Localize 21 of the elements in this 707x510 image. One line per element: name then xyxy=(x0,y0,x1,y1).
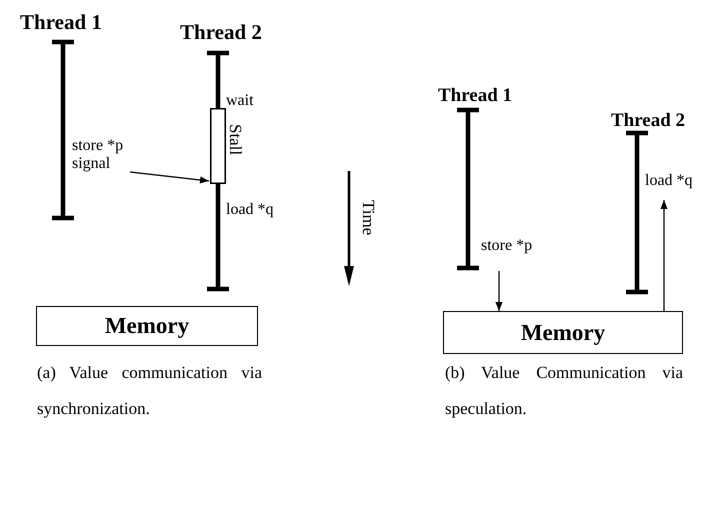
arrow xyxy=(495,271,503,311)
memory-label: Memory xyxy=(104,313,190,339)
thread-heading: Thread 1 xyxy=(436,86,514,105)
stall-label: Stall xyxy=(227,124,244,156)
caption: (b) Value Communication via speculation. xyxy=(445,362,683,420)
memory-label: Memory xyxy=(520,320,606,346)
signal-label: signal xyxy=(72,156,110,172)
edge-label: load *q xyxy=(645,173,693,189)
time-label: Time xyxy=(360,200,377,236)
arrow xyxy=(130,171,210,184)
caption: (a) Value communication via synchronization. xyxy=(37,362,262,420)
memory-box xyxy=(36,306,258,346)
thread-heading: Thread 2 xyxy=(179,22,263,43)
thread-heading: Thread 2 xyxy=(610,111,686,130)
arrow xyxy=(660,200,668,311)
action-label: store *p xyxy=(72,138,124,154)
action-label: wait xyxy=(226,93,254,109)
action-label: load *q xyxy=(226,202,274,218)
edge-label: store *p xyxy=(481,238,532,254)
memory-box xyxy=(443,311,683,354)
thread-heading: Thread 1 xyxy=(19,12,103,33)
